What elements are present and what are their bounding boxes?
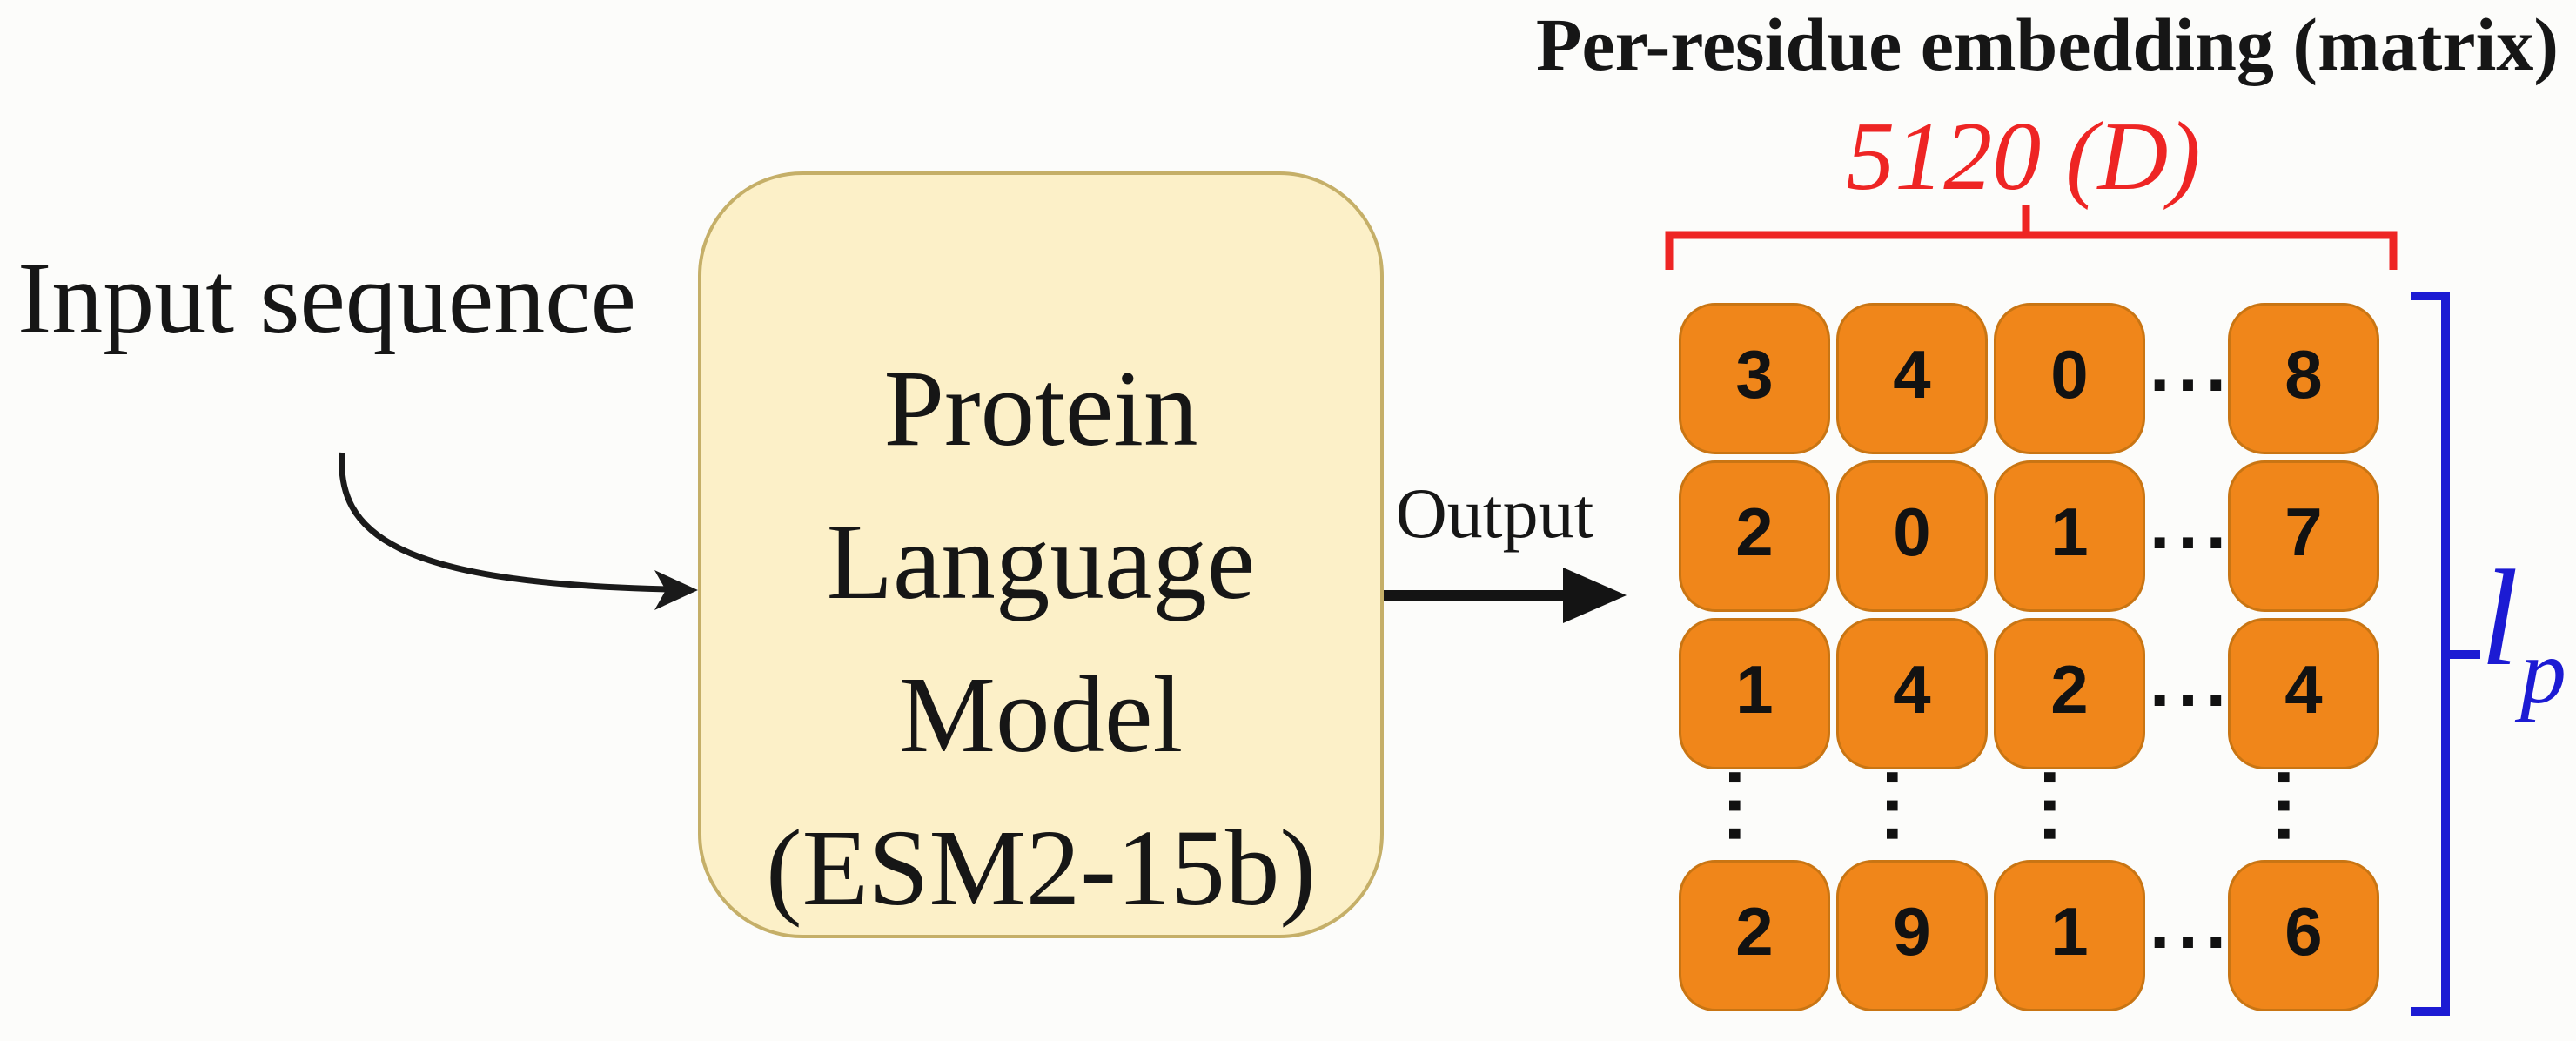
plm-line-1: Protein (883, 349, 1198, 469)
height-bracket (2411, 292, 2480, 1016)
matrix-cell-r1c3: 0 (1994, 303, 2145, 454)
plm-line-4: (ESM2-15b) (766, 809, 1316, 929)
matrix-cell-r1c4: 8 (2228, 303, 2379, 454)
col4-vertical-ellipsis: ... (2263, 767, 2345, 852)
matrix-cell-r4c3: 1 (1994, 860, 2145, 1011)
plm-box (698, 171, 1384, 938)
row3-ellipsis: ... (2150, 640, 2235, 722)
matrix-cell-r2c3: 1 (1994, 460, 2145, 612)
col1-vertical-ellipsis: ... (1714, 767, 1795, 852)
plm-line-3: Model (898, 655, 1184, 776)
col3-vertical-ellipsis: ... (2029, 767, 2110, 852)
output-label: Output (1395, 473, 1594, 553)
embedding-title: Per-residue embedding (matrix) (1535, 3, 2559, 86)
row4-ellipsis: ... (2150, 882, 2235, 964)
plm-box-text: Protein Language Model (ESM2-15b) (698, 332, 1384, 945)
col2-vertical-ellipsis: ... (1871, 767, 1953, 852)
plm-line-2: Language (826, 502, 1256, 622)
matrix-cell-r4c2: 9 (1836, 860, 1988, 1011)
matrix-cell-r3c3: 2 (1994, 618, 2145, 769)
input-arrow-head-icon (654, 570, 698, 610)
row2-ellipsis: ... (2150, 482, 2235, 564)
matrix-cell-r3c4: 4 (2228, 618, 2379, 769)
width-value: 5120 (1846, 103, 2042, 211)
width-bracket (1665, 205, 2398, 270)
width-dimension: (D) (2065, 103, 2201, 211)
output-arrow-head-icon (1563, 568, 1627, 623)
input-sequence-label: Input sequence (17, 241, 636, 355)
matrix-cell-r3c1: 1 (1679, 618, 1830, 769)
matrix-cell-r1c2: 4 (1836, 303, 1988, 454)
matrix-cell-r1c1: 3 (1679, 303, 1830, 454)
row1-ellipsis: ... (2150, 325, 2235, 406)
matrix-cell-r3c2: 4 (1836, 618, 1988, 769)
height-symbol: l (2480, 542, 2519, 695)
width-dimension-label: 5120 (D) (1845, 103, 2202, 211)
height-subscript: p (2519, 621, 2566, 722)
matrix-cell-r2c2: 0 (1836, 460, 1988, 612)
matrix-cell-r4c1: 2 (1679, 860, 1830, 1011)
height-dimension-label: lp (2480, 550, 2566, 718)
matrix-cell-r2c1: 2 (1679, 460, 1830, 612)
matrix-cell-r4c4: 6 (2228, 860, 2379, 1011)
matrix-cell-r2c4: 7 (2228, 460, 2379, 612)
input-arrow (339, 452, 669, 593)
